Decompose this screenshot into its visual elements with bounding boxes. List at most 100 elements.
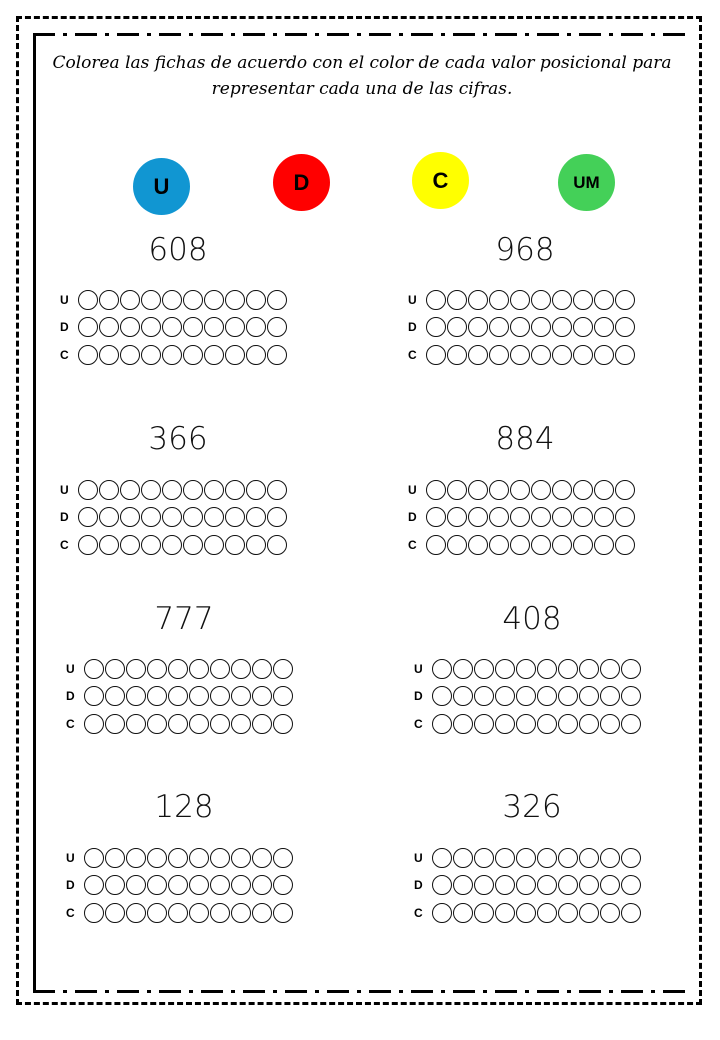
counter-circle[interactable]: [447, 479, 467, 500]
counter-circle[interactable]: [426, 507, 446, 528]
counter-circle[interactable]: [495, 875, 515, 896]
counter-circle[interactable]: [573, 534, 593, 555]
counter-circle[interactable]: [510, 534, 530, 555]
counter-circle[interactable]: [489, 507, 509, 528]
counter-circle[interactable]: [600, 713, 620, 734]
counter-circle[interactable]: [78, 479, 98, 500]
counter-circle[interactable]: [183, 479, 203, 500]
counter-circle[interactable]: [105, 875, 125, 896]
counter-circle[interactable]: [426, 534, 446, 555]
counter-circle[interactable]: [204, 317, 224, 338]
counter-circle[interactable]: [474, 686, 494, 707]
counter-circle[interactable]: [162, 344, 182, 365]
counter-circle[interactable]: [453, 686, 473, 707]
counter-circle[interactable]: [447, 289, 467, 310]
counter-circle[interactable]: [210, 658, 230, 679]
counter-circle[interactable]: [474, 658, 494, 679]
counter-circle[interactable]: [468, 344, 488, 365]
counter-circle[interactable]: [453, 658, 473, 679]
counter-circle[interactable]: [615, 534, 635, 555]
counter-circle[interactable]: [573, 507, 593, 528]
counter-circle[interactable]: [558, 686, 578, 707]
counter-circle[interactable]: [126, 847, 146, 868]
counter-circle[interactable]: [615, 344, 635, 365]
counter-circle[interactable]: [204, 534, 224, 555]
counter-circle[interactable]: [537, 686, 557, 707]
counter-circle[interactable]: [495, 847, 515, 868]
counter-circle[interactable]: [120, 344, 140, 365]
counter-circle[interactable]: [84, 847, 104, 868]
counter-circle[interactable]: [105, 658, 125, 679]
counter-circle[interactable]: [246, 534, 266, 555]
counter-circle[interactable]: [78, 289, 98, 310]
counter-circle[interactable]: [615, 507, 635, 528]
counter-circle[interactable]: [426, 317, 446, 338]
counter-circle[interactable]: [141, 479, 161, 500]
counter-circle[interactable]: [183, 534, 203, 555]
counter-circle[interactable]: [552, 534, 572, 555]
counter-circle[interactable]: [600, 686, 620, 707]
counter-circle[interactable]: [579, 713, 599, 734]
counter-circle[interactable]: [84, 902, 104, 923]
counter-circle[interactable]: [531, 534, 551, 555]
counter-circle[interactable]: [537, 658, 557, 679]
counter-circle[interactable]: [183, 317, 203, 338]
counter-circle[interactable]: [453, 713, 473, 734]
counter-circle[interactable]: [78, 344, 98, 365]
counter-circle[interactable]: [516, 686, 536, 707]
counter-circle[interactable]: [210, 713, 230, 734]
counter-circle[interactable]: [246, 479, 266, 500]
counter-circle[interactable]: [105, 847, 125, 868]
counter-circle[interactable]: [126, 713, 146, 734]
counter-circle[interactable]: [246, 289, 266, 310]
counter-circle[interactable]: [267, 507, 287, 528]
counter-circle[interactable]: [141, 289, 161, 310]
counter-circle[interactable]: [105, 713, 125, 734]
counter-circle[interactable]: [204, 479, 224, 500]
counter-circle[interactable]: [621, 686, 641, 707]
counter-circle[interactable]: [447, 317, 467, 338]
counter-circle[interactable]: [183, 289, 203, 310]
counter-circle[interactable]: [537, 902, 557, 923]
counter-circle[interactable]: [531, 479, 551, 500]
counter-circle[interactable]: [621, 847, 641, 868]
counter-circle[interactable]: [426, 289, 446, 310]
counter-circle[interactable]: [552, 507, 572, 528]
counter-circle[interactable]: [147, 847, 167, 868]
counter-circle[interactable]: [99, 344, 119, 365]
counter-circle[interactable]: [147, 902, 167, 923]
counter-circle[interactable]: [426, 479, 446, 500]
counter-circle[interactable]: [210, 875, 230, 896]
counter-circle[interactable]: [84, 658, 104, 679]
counter-circle[interactable]: [531, 289, 551, 310]
counter-circle[interactable]: [621, 875, 641, 896]
counter-circle[interactable]: [489, 479, 509, 500]
counter-circle[interactable]: [225, 479, 245, 500]
counter-circle[interactable]: [537, 713, 557, 734]
counter-circle[interactable]: [231, 686, 251, 707]
counter-circle[interactable]: [489, 289, 509, 310]
counter-circle[interactable]: [510, 507, 530, 528]
counter-circle[interactable]: [579, 875, 599, 896]
counter-circle[interactable]: [120, 479, 140, 500]
counter-circle[interactable]: [510, 289, 530, 310]
counter-circle[interactable]: [552, 344, 572, 365]
counter-circle[interactable]: [84, 686, 104, 707]
counter-circle[interactable]: [615, 317, 635, 338]
counter-circle[interactable]: [531, 317, 551, 338]
counter-circle[interactable]: [168, 713, 188, 734]
counter-circle[interactable]: [579, 847, 599, 868]
counter-circle[interactable]: [141, 317, 161, 338]
counter-circle[interactable]: [231, 902, 251, 923]
counter-circle[interactable]: [489, 344, 509, 365]
counter-circle[interactable]: [273, 686, 293, 707]
counter-circle[interactable]: [426, 344, 446, 365]
counter-circle[interactable]: [99, 507, 119, 528]
counter-circle[interactable]: [468, 507, 488, 528]
counter-circle[interactable]: [231, 713, 251, 734]
counter-circle[interactable]: [99, 479, 119, 500]
counter-circle[interactable]: [600, 902, 620, 923]
counter-circle[interactable]: [573, 479, 593, 500]
counter-circle[interactable]: [189, 713, 209, 734]
counter-circle[interactable]: [210, 902, 230, 923]
